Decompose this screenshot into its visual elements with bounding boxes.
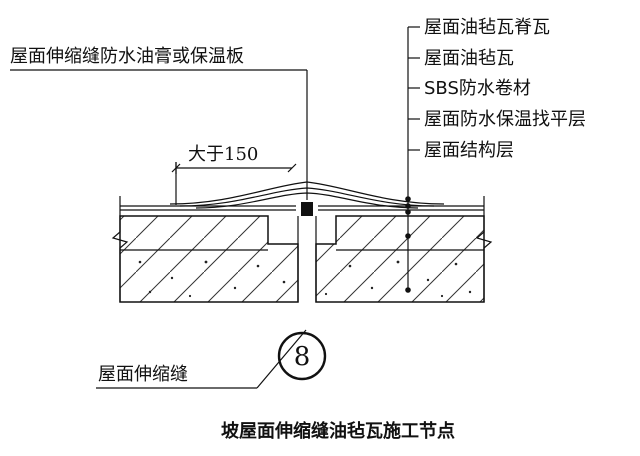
- joint-filler-block: [301, 202, 313, 216]
- label-sbs-membrane: SBS防水卷材: [424, 78, 531, 99]
- label-insulation-leveling: 屋面防水保温找平层: [424, 109, 586, 130]
- joint-gap: [297, 216, 317, 302]
- label-structure-layer: 屋面结构层: [424, 140, 514, 161]
- break-lines: [111, 196, 493, 302]
- label-ridge-tile: 屋面油毡瓦脊瓦: [424, 17, 550, 38]
- right-leaders: [405, 26, 420, 293]
- right-slab: [315, 215, 485, 303]
- label-felt-tile: 屋面油毡瓦: [424, 48, 514, 69]
- drawing-caption: 坡屋面伸缩缝油毡瓦施工节点: [221, 420, 455, 442]
- dimension-line: [171, 162, 297, 205]
- expansion-joint-leader: [96, 329, 307, 389]
- label-dimension: 大于150: [188, 144, 258, 165]
- joint-filler-leader: [10, 69, 308, 200]
- detail-number-circle: [277, 331, 327, 381]
- left-slab: [119, 215, 299, 303]
- label-joint-filler: 屋面伸缩缝防水油膏或保温板: [10, 45, 244, 67]
- label-expansion-joint: 屋面伸缩缝: [98, 364, 188, 385]
- concrete-aggregate: [138, 260, 472, 298]
- detail-number: 8: [294, 342, 311, 372]
